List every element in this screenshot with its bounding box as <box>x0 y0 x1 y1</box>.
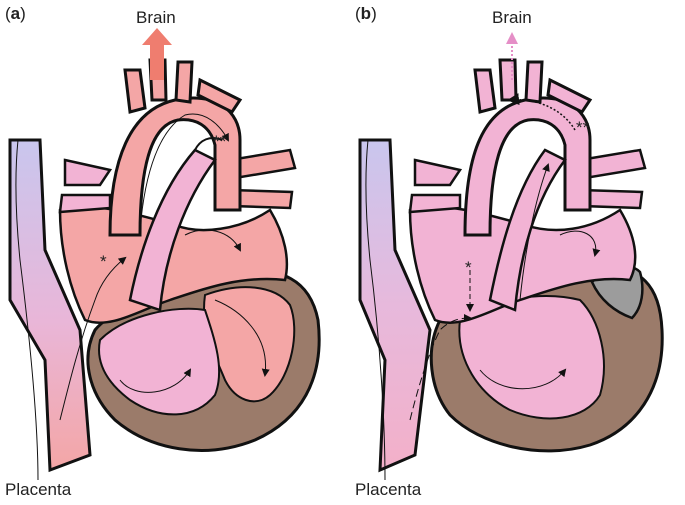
panel-b-heart <box>360 32 662 480</box>
panel-b-brain-arrowhead <box>506 32 518 44</box>
panel-b-letter-wrap: (b) <box>355 4 377 24</box>
panel-a-brain-arrow <box>142 28 172 80</box>
panel-b-vena-cava <box>360 140 430 470</box>
panel-b-placenta-label: Placenta <box>355 480 421 500</box>
panel-b-ductus-marker: ** <box>576 118 589 138</box>
panel-a-heart <box>10 28 319 480</box>
panel-a-placenta-label: Placenta <box>5 480 71 500</box>
panel-b-foramen-marker: * <box>465 258 472 278</box>
panel-a-letter: a <box>11 4 20 23</box>
panel-a-brain-label: Brain <box>136 8 176 28</box>
panel-b-pulmonary-veins-left <box>410 160 460 212</box>
panel-a-foramen-marker: * <box>100 252 107 272</box>
panel-b-brain-label: Brain <box>492 8 532 28</box>
panel-b-letter: b <box>361 4 371 23</box>
panel-a-letter-wrap: (a) <box>5 4 26 24</box>
panel-a-ductus-marker: ** <box>213 132 226 152</box>
panel-a-pulmonary-veins-left <box>60 160 110 212</box>
